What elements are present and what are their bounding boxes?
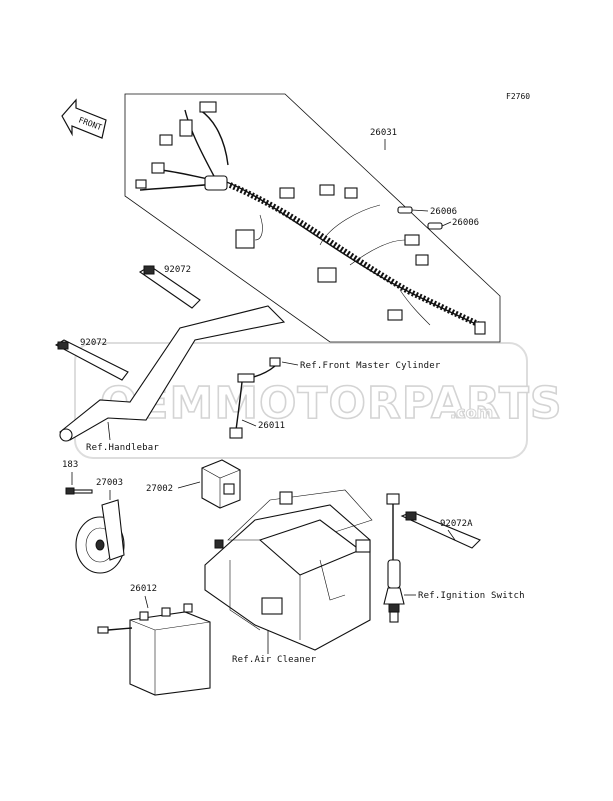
watermark-suffix: .com <box>450 403 493 422</box>
label-27002: 27002 <box>146 484 173 494</box>
cable-band-92072A <box>400 511 481 549</box>
label-27003: 27003 <box>96 478 123 488</box>
fuse-26006-b <box>427 222 443 230</box>
label-183: 183 <box>62 460 78 470</box>
label-26006-b: 26006 <box>452 218 479 228</box>
bolt-183 <box>65 487 93 495</box>
ref-air-cleaner: Ref.Air Cleaner <box>232 655 317 665</box>
horn-27003 <box>75 499 125 574</box>
figure-id: F2760 <box>506 92 530 101</box>
watermark-text: OEMMOTORPARTS <box>100 378 563 429</box>
handlebar-outline <box>59 305 286 442</box>
ignition-switch-harness <box>383 493 405 623</box>
label-26031: 26031 <box>370 128 397 138</box>
wiring-harness-group <box>124 93 501 343</box>
fuse-26006-a <box>397 206 413 214</box>
cable-band-92072-left <box>54 339 129 381</box>
label-26006-a: 26006 <box>430 207 457 217</box>
ref-ignition-switch: Ref.Ignition Switch <box>418 591 525 601</box>
ref-handlebar: Ref.Handlebar <box>86 443 159 453</box>
ref-front-master-cylinder: Ref.Front Master Cylinder <box>300 361 441 371</box>
cable-band-92072-top <box>138 265 201 309</box>
label-92072A: 92072A <box>440 519 473 529</box>
harness-outline-box <box>124 93 501 343</box>
label-26012: 26012 <box>130 584 157 594</box>
watermark-frame <box>74 342 528 459</box>
label-92072-left: 92072 <box>80 338 107 348</box>
label-26011: 26011 <box>258 421 285 431</box>
watermark: OEMMOTORPARTS .com <box>74 342 563 459</box>
battery-26012 <box>97 603 211 696</box>
front-arrow-icon: FRONT <box>61 98 107 139</box>
brake-switch-26011 <box>229 357 281 439</box>
battery-case-assembly <box>204 489 373 651</box>
relay-27002 <box>201 459 241 509</box>
label-92072-top: 92072 <box>164 265 191 275</box>
